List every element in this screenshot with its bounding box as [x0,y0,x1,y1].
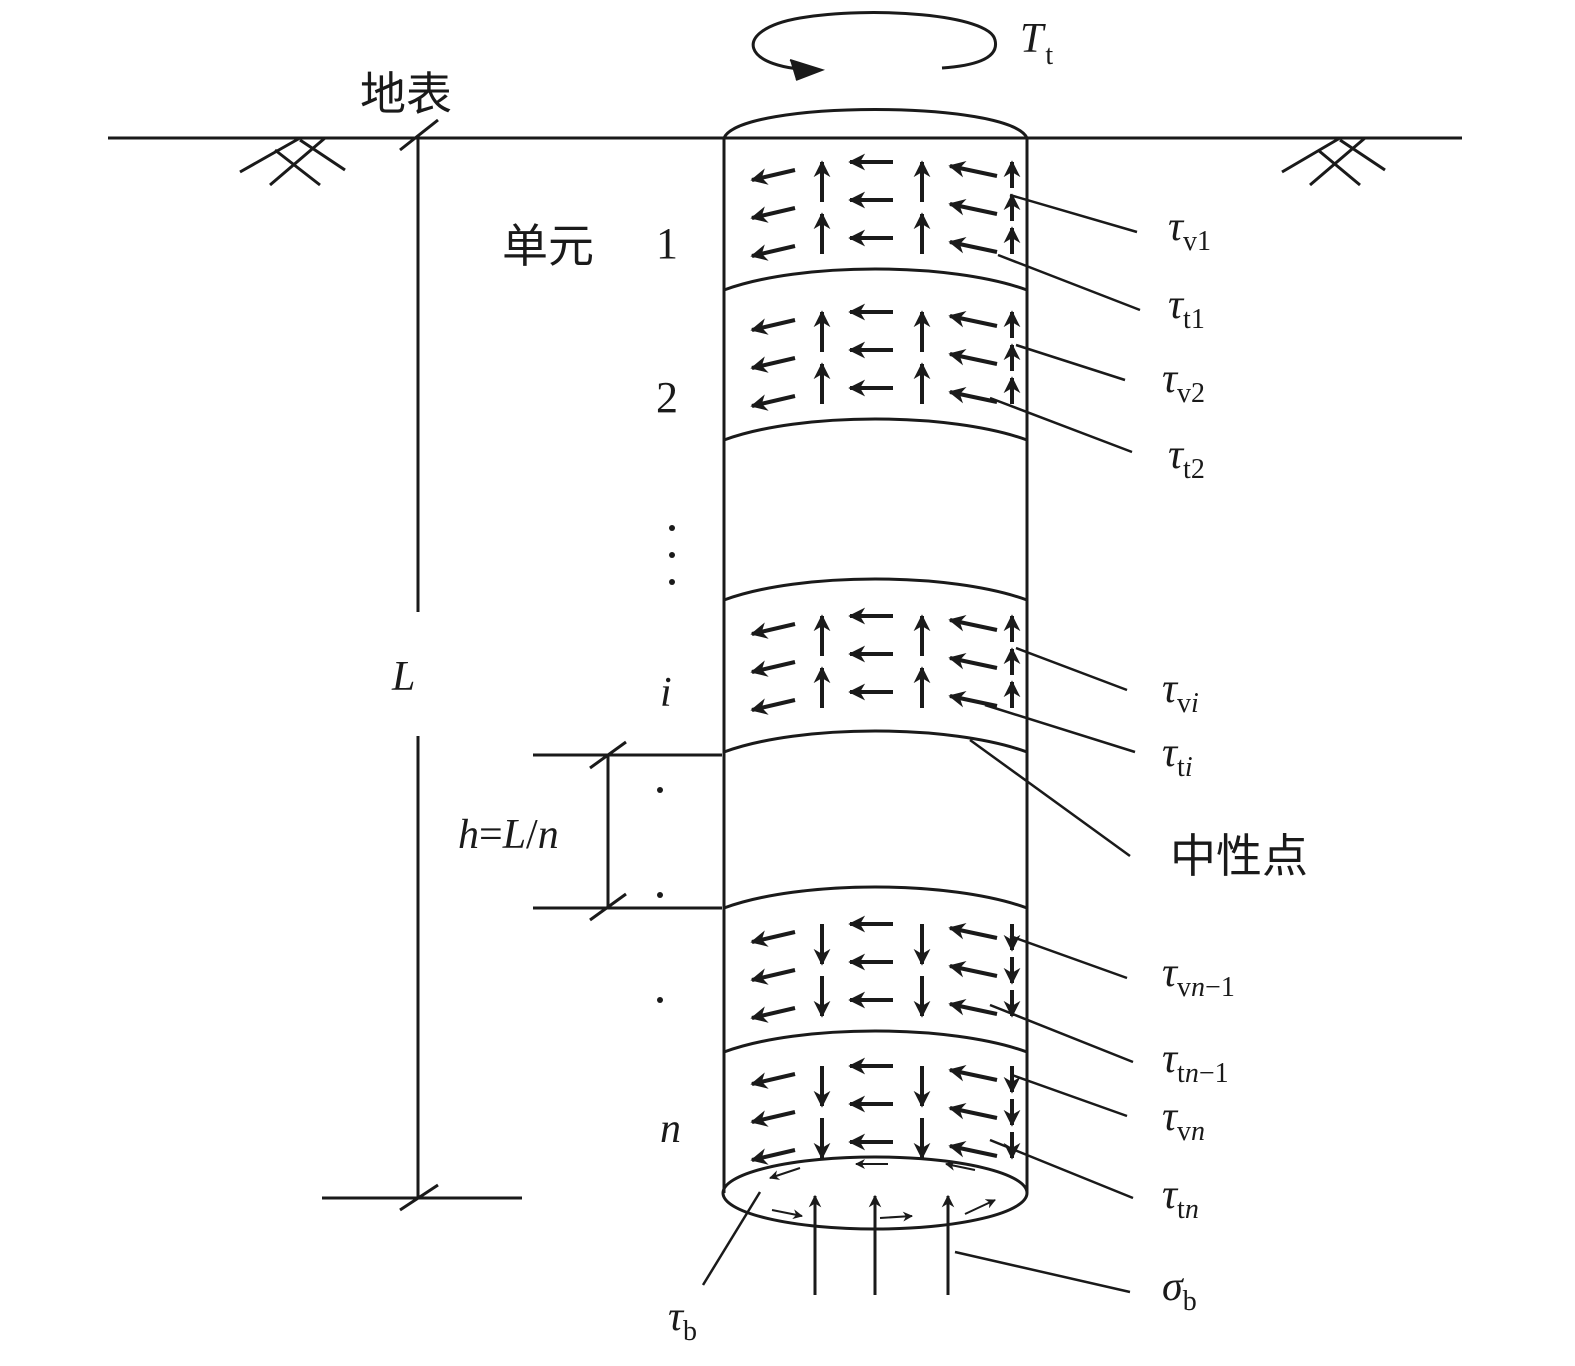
length-dimension [322,138,522,1212]
label-tau-tn-1: τtn−1 [1162,1036,1229,1089]
tangential-arrow-icon [750,356,796,373]
label-tau-v2: τv2 [1162,356,1205,409]
length-label: L [391,654,415,700]
tangential-arrow-icon [750,622,796,639]
ground-tick [399,118,439,152]
tangential-arrow-icon [750,1110,796,1127]
tangential-arrow-icon [750,168,796,185]
leader-lines [701,193,1141,1294]
label-neutral-point: 中性点 [1170,829,1308,883]
curved-arrow-icon [751,11,997,81]
h-dimension [533,740,722,922]
tangential-arrow-icon [948,960,998,978]
tangential-arrow-icon [750,660,796,677]
label-tau-t1: τt1 [1168,282,1205,335]
tangential-arrow-icon [948,1102,998,1120]
label-sigma-b: σb [1162,1264,1197,1317]
tangential-arrow-icon [948,998,998,1016]
label-tau-vi: τvi [1162,666,1199,719]
unit-label: 单元 [502,219,594,273]
stress-arrow-field [750,153,1021,1165]
torque-label: Tt [1020,16,1053,71]
tangential-arrow-icon [750,318,796,335]
tangential-arrow-icon [948,348,998,366]
tangential-arrow-icon [750,1006,796,1023]
tangential-arrow-icon [948,1140,998,1158]
tangential-arrow-icon [948,922,998,940]
tangential-arrow-icon [948,386,998,404]
tangential-arrow-icon [750,244,796,261]
pile-body [721,108,1029,1231]
tangential-arrow-icon [750,394,796,411]
tangential-arrow-icon [948,198,998,216]
ground-label: 地表 [360,67,452,121]
label-tau-t2: τt2 [1168,432,1205,485]
tangential-arrow-icon [948,236,998,254]
label-tau-b: τb [668,1294,697,1347]
tangential-arrow-icon [948,310,998,328]
h-label: h=L/n [458,812,559,858]
tangential-arrow-icon [948,160,998,178]
tangential-arrow-icon [948,1064,998,1082]
label-tau-vn: τvn [1162,1094,1205,1147]
tangential-arrow-icon [750,206,796,223]
element-1-label: 1 [656,219,678,268]
tangential-arrow-icon [750,930,796,947]
label-tau-v1: τv1 [1168,204,1211,257]
element-2-label: 2 [656,373,678,422]
label-tau-ti: τti [1162,730,1193,783]
base-stress-arrows [769,1159,996,1295]
ellipsis-dots [657,525,675,1003]
soil-hatch-icon [239,136,346,187]
tangential-arrow-icon [750,1148,796,1165]
tangential-arrow-icon [948,614,998,632]
label-tau-tn: τtn [1162,1172,1199,1225]
tangential-arrow-icon [948,652,998,670]
element-boundaries [723,267,1028,1054]
label-tau-vn-1: τvn−1 [1162,950,1235,1003]
tangential-arrow-icon [750,698,796,715]
tangential-arrow-icon [750,968,796,985]
soil-hatch-icon [1281,136,1386,187]
tangential-arrow-icon [750,1072,796,1089]
tangential-arrow-icon [948,690,998,708]
element-n-label: n [660,1106,681,1152]
element-i-label: i [660,670,672,716]
